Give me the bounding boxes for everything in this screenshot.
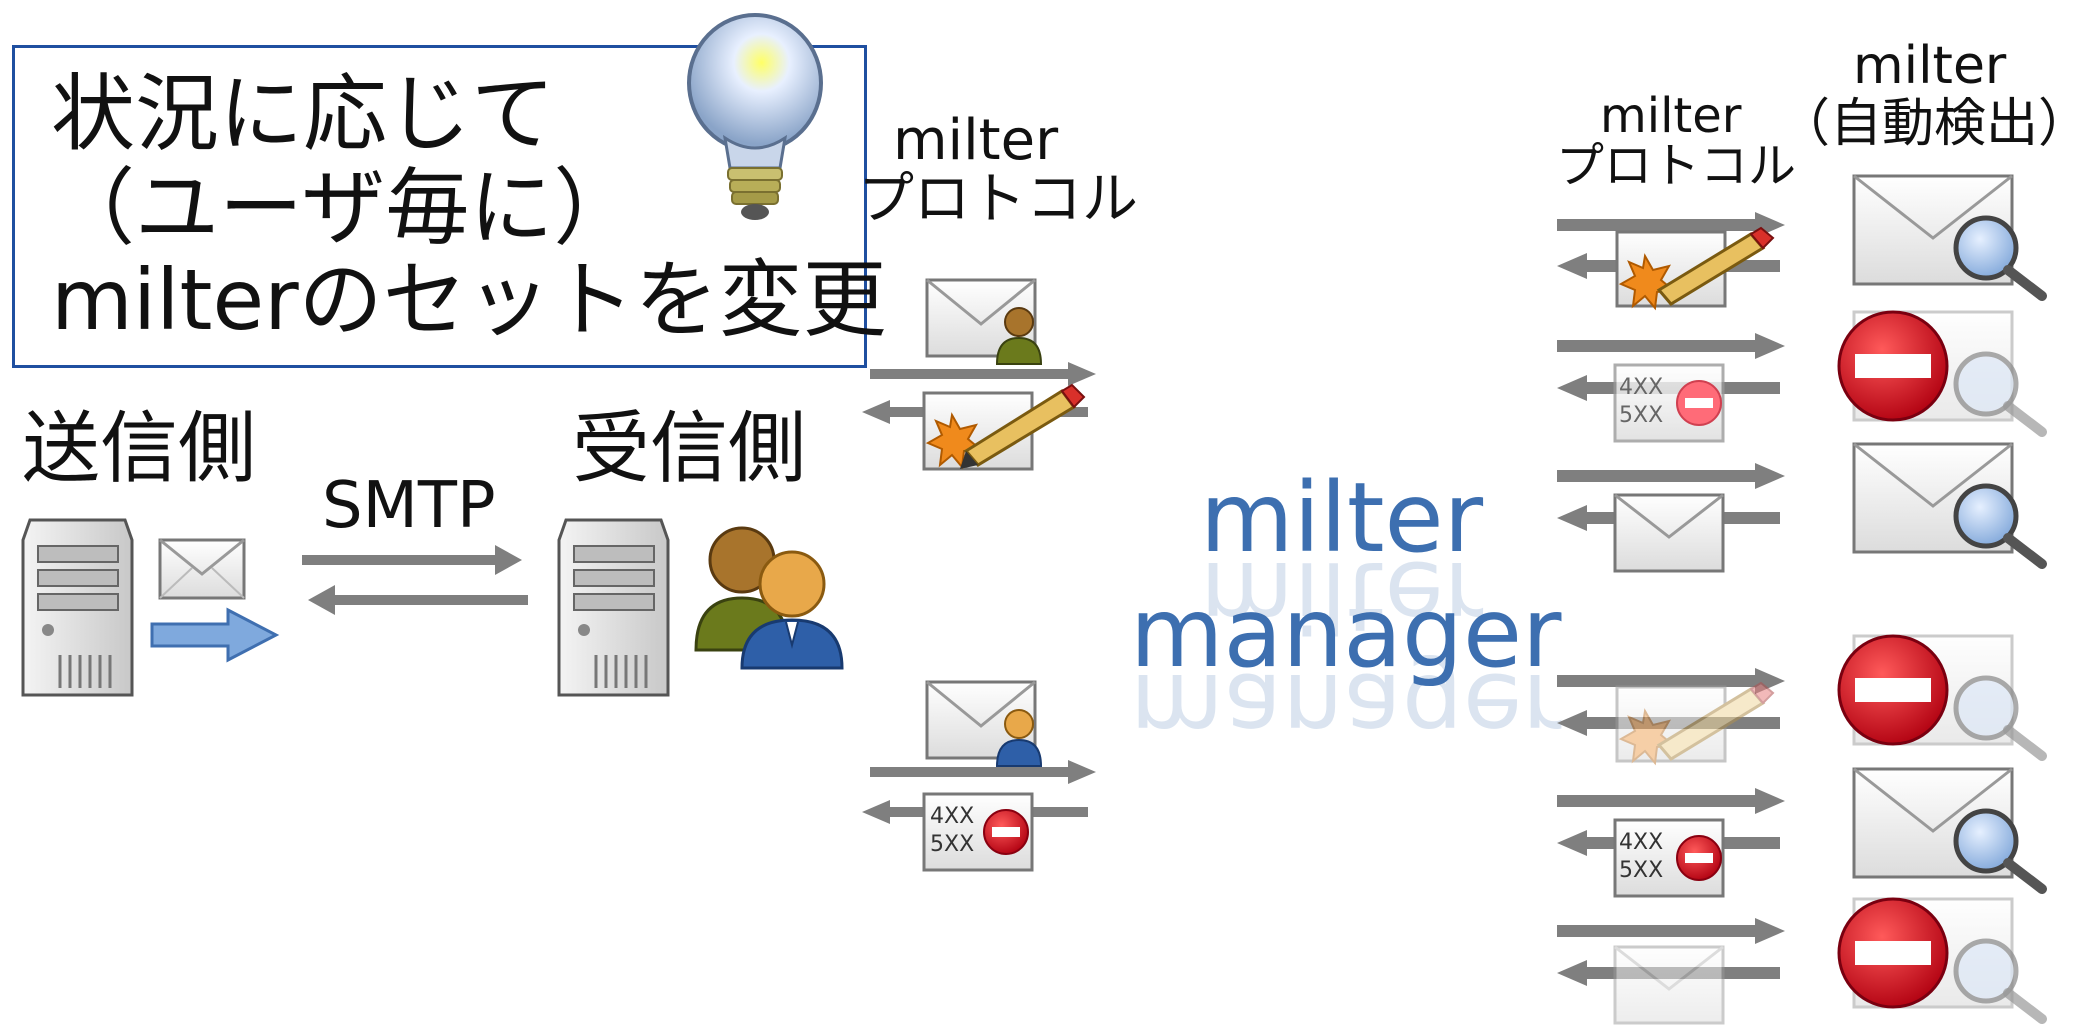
milter-reject-search-icon-6 (1837, 897, 2047, 1024)
envelope-with-user-icon (925, 278, 1043, 365)
reply-code-4xx: 4XX (930, 804, 975, 829)
smtp-label: SMTP (322, 469, 496, 543)
light-bulb-icon (687, 13, 823, 220)
callout-line-2: （ユーザ毎に） (51, 159, 638, 257)
envelope-with-user-icon-2 (925, 680, 1043, 767)
sender-server-icon (21, 518, 134, 697)
callout-line-3: milterのセットを変更 (51, 251, 887, 349)
reply-code-5xx: 5XX (930, 832, 975, 857)
milter-envelope-search-icon-3 (1852, 442, 2047, 569)
receiver-server-icon (557, 518, 670, 697)
reject-envelope-icon: 4XX 5XX (922, 792, 1034, 872)
envelope-icon (158, 538, 246, 600)
milter-protocol-label-right-2: プロトコル (1556, 138, 1797, 194)
milter-reject-search-icon-4 (1837, 634, 2047, 761)
milter-manager-reflection-2: manager (1130, 652, 1562, 764)
reply-code-4xx-r5: 4XX (1619, 830, 1664, 855)
receiver-label: 受信側 (572, 404, 807, 494)
milter-protocol-label-right: milter (1600, 88, 1742, 144)
forward-arrow-2 (870, 760, 1096, 784)
edit-envelope-icon-r1 (1615, 226, 1775, 311)
envelope-icon-r3 (1613, 493, 1725, 573)
milter-protocol-label-middle: milter (893, 108, 1059, 173)
reject-envelope-icon-r5: 4XX 5XX (1613, 818, 1725, 898)
milter-manager-title-2: manager (1130, 577, 1562, 689)
reply-code-4xx-r2: 4XX (1619, 375, 1664, 400)
envelope-icon-r6 (1613, 945, 1725, 1025)
reply-code-5xx-r5: 5XX (1619, 858, 1664, 883)
milter-envelope-search-icon-5 (1852, 767, 2047, 894)
milter-auto-detect-label-2: （自動検出） (1778, 94, 2091, 154)
reply-code-5xx-r2: 5XX (1619, 403, 1664, 428)
milter-auto-detect-label: milter (1853, 36, 2007, 96)
edit-envelope-icon-r4 (1615, 681, 1775, 766)
milter-manager-reflection: milter (1200, 540, 1484, 652)
smtp-arrows (302, 545, 528, 615)
milter-envelope-search-icon-1 (1852, 174, 2047, 301)
reject-envelope-icon-r2: 4XX 5XX (1613, 363, 1725, 443)
milter-reject-search-icon-2 (1837, 310, 2047, 437)
milter-manager-title: milter (1200, 462, 1484, 574)
envelope-edit-icon (922, 383, 1086, 471)
callout-line-1: 状況に応じて (51, 65, 556, 163)
blue-send-arrow-icon (150, 607, 280, 663)
milter-protocol-label-middle-2: プロトコル (858, 167, 1138, 232)
users-icon (694, 526, 844, 670)
sender-label: 送信側 (22, 404, 257, 494)
forward-arrow (870, 362, 1096, 386)
